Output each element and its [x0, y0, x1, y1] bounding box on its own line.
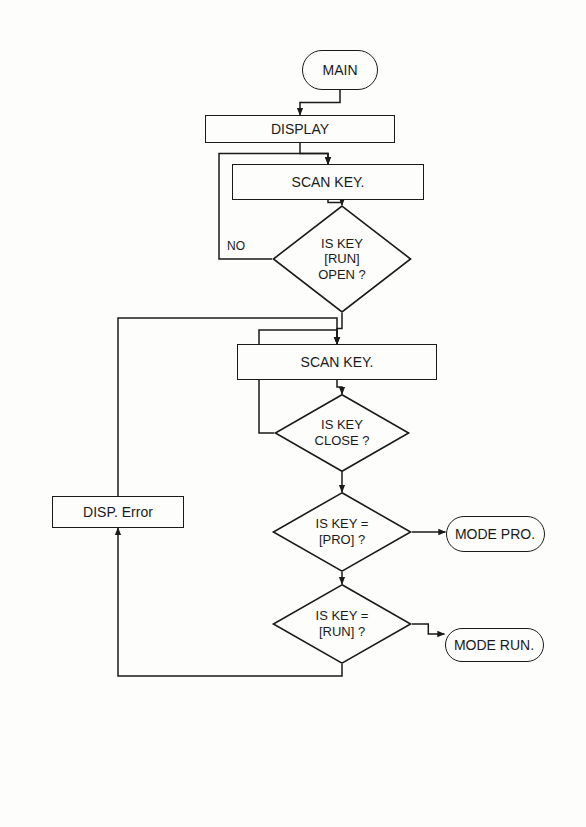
- process-box: DISPLAY: [205, 115, 395, 143]
- node-text: DISP. Error: [83, 504, 153, 521]
- flow-connector: [337, 380, 342, 394]
- terminal-box: MODE PRO.: [446, 516, 545, 552]
- flow-connector: [300, 90, 340, 115]
- decision-diamond: IS KEY = [RUN] ?: [272, 584, 412, 664]
- node-text: SCAN KEY.: [301, 354, 374, 371]
- terminal-box: MODE RUN.: [445, 628, 544, 662]
- flow-connector: [341, 472, 343, 492]
- decision-diamond: IS KEY CLOSE ?: [274, 394, 410, 472]
- decision-diamond: IS KEY [RUN] OPEN ?: [272, 205, 412, 313]
- flow-connector: [341, 572, 343, 584]
- process-box: DISP. Error: [52, 496, 184, 528]
- decision-diamond: IS KEY = [PRO] ?: [272, 492, 412, 572]
- flow-connector: [412, 624, 445, 634]
- node-text: SCAN KEY.: [292, 174, 365, 191]
- node-text: MAIN: [323, 62, 358, 79]
- process-box: SCAN KEY.: [237, 344, 437, 380]
- node-text: IS KEY CLOSE ?: [306, 417, 379, 448]
- terminal-box: MAIN: [302, 50, 378, 90]
- edge-label: NO: [225, 240, 247, 253]
- node-text: MODE PRO.: [455, 526, 535, 543]
- process-box: SCAN KEY.: [232, 164, 424, 200]
- node-text: DISPLAY: [271, 121, 329, 138]
- node-text: IS KEY = [RUN] ?: [305, 608, 380, 639]
- flow-connector: [328, 200, 342, 205]
- node-text: IS KEY [RUN] OPEN ?: [305, 236, 380, 283]
- node-text: IS KEY = [PRO] ?: [305, 516, 380, 547]
- flow-connector: [412, 531, 446, 533]
- node-text: MODE RUN.: [454, 637, 534, 654]
